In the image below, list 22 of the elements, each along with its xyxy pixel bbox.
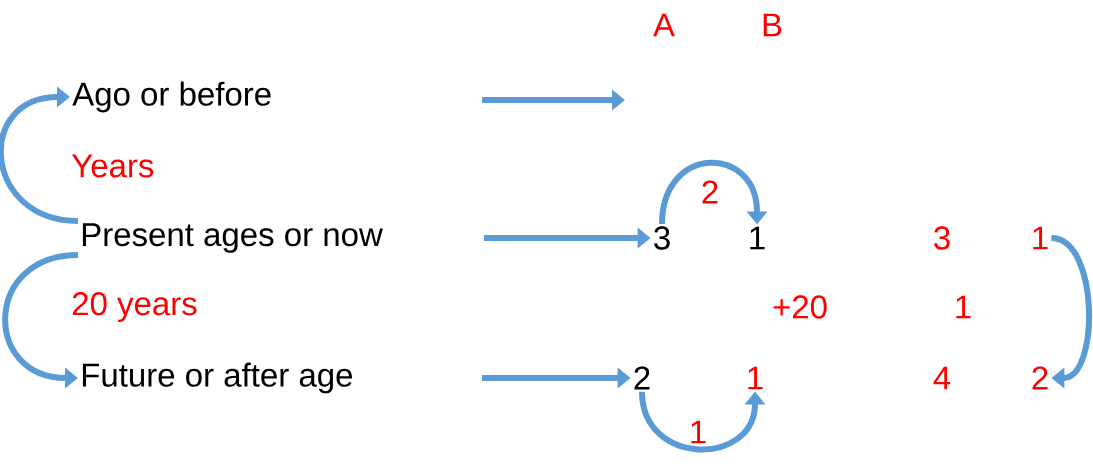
edge-label: 2 <box>702 180 718 204</box>
age-number: 3 <box>654 226 670 250</box>
age-number: 4 <box>933 366 951 390</box>
edge-label: Years <box>71 154 154 178</box>
arrow <box>0 86 79 224</box>
arrow <box>659 159 768 225</box>
row-label: Present ages or now <box>82 223 383 253</box>
ratio-number: 1 <box>956 295 971 319</box>
column-heading: B <box>763 13 782 37</box>
age-number: 1 <box>748 366 763 390</box>
row-label: Ago or before <box>72 81 271 113</box>
column-heading: A <box>653 13 675 37</box>
age-number: 3 <box>934 226 950 250</box>
age-number: 2 <box>634 366 650 390</box>
arrow <box>1050 235 1092 389</box>
age-number: 1 <box>750 226 765 250</box>
age-number: 1 <box>1033 226 1048 250</box>
edge-label: 20 years <box>72 292 197 322</box>
edge-label: 1 <box>691 420 706 444</box>
ratio-number: +20 <box>773 295 827 319</box>
row-label: Future or after age <box>82 362 352 394</box>
age-number: 2 <box>1032 366 1048 390</box>
